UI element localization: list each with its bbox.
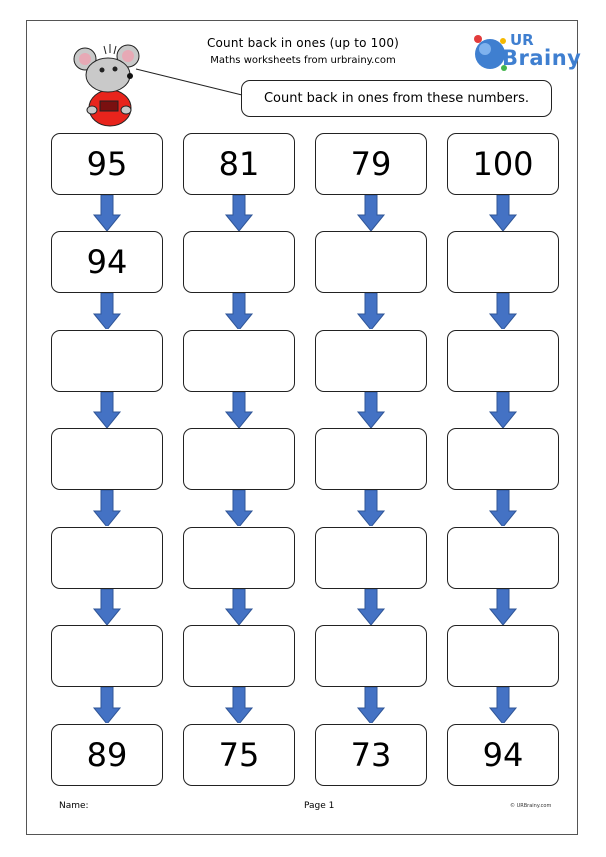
- answer-box: [51, 527, 163, 589]
- logo-brainy-text: Brainy: [502, 46, 582, 70]
- answer-box: [315, 231, 427, 293]
- instruction-callout: Count back in ones from these numbers.: [241, 80, 552, 117]
- answer-box: [183, 625, 295, 687]
- answer-box: [447, 428, 559, 490]
- number-box: 100: [447, 133, 559, 195]
- down-arrow-icon: [92, 195, 122, 231]
- down-arrow-shape: [92, 392, 122, 428]
- down-arrow-shape: [356, 195, 386, 231]
- down-arrow-icon: [356, 589, 386, 625]
- answer-box: [315, 527, 427, 589]
- down-arrow-shape: [488, 687, 518, 723]
- down-arrow-shape: [356, 392, 386, 428]
- down-arrow-shape: [224, 490, 254, 526]
- down-arrow-icon: [224, 589, 254, 625]
- answer-box: [51, 625, 163, 687]
- page-subtitle: Maths worksheets from urbrainy.com: [210, 55, 396, 66]
- number-box: 75: [183, 724, 295, 786]
- answer-box: [447, 330, 559, 392]
- down-arrow-shape: [224, 589, 254, 625]
- answer-box: [447, 625, 559, 687]
- down-arrow-shape: [488, 490, 518, 526]
- down-arrow-icon: [356, 293, 386, 329]
- number-box: 81: [183, 133, 295, 195]
- down-arrow-icon: [224, 687, 254, 723]
- down-arrow-icon: [488, 392, 518, 428]
- down-arrow-shape: [224, 687, 254, 723]
- down-arrow-shape: [224, 392, 254, 428]
- urbrainy-logo: UR Brainy: [470, 30, 581, 75]
- number-box: 73: [315, 724, 427, 786]
- copyright-text: © URBrainy.com: [510, 803, 552, 809]
- down-arrow-shape: [92, 490, 122, 526]
- answer-box: [183, 231, 295, 293]
- answer-box: [315, 330, 427, 392]
- down-arrow-shape: [224, 195, 254, 231]
- mouse-mascot-icon: [73, 44, 140, 127]
- number-box: 94: [51, 231, 163, 293]
- down-arrow-shape: [356, 293, 386, 329]
- answer-box: [315, 428, 427, 490]
- number-box: 89: [51, 724, 163, 786]
- down-arrow-icon: [488, 687, 518, 723]
- down-arrow-icon: [224, 293, 254, 329]
- down-arrow-icon: [488, 589, 518, 625]
- answer-box: [183, 428, 295, 490]
- answer-box: [51, 330, 163, 392]
- logo-ur-text: UR: [510, 31, 534, 49]
- down-arrow-shape: [92, 687, 122, 723]
- down-arrow-icon: [92, 490, 122, 526]
- down-arrow-icon: [356, 392, 386, 428]
- page-title: Count back in ones (up to 100): [206, 36, 400, 50]
- down-arrow-icon: [224, 490, 254, 526]
- down-arrow-icon: [356, 195, 386, 231]
- down-arrow-icon: [488, 195, 518, 231]
- down-arrow-shape: [488, 195, 518, 231]
- number-box: 79: [315, 133, 427, 195]
- page-number: Page 1: [304, 801, 335, 811]
- down-arrow-shape: [224, 293, 254, 329]
- answer-box: [183, 527, 295, 589]
- down-arrow-shape: [356, 687, 386, 723]
- down-arrow-icon: [92, 392, 122, 428]
- globe-icon: [474, 35, 507, 71]
- down-arrow-shape: [488, 589, 518, 625]
- down-arrow-shape: [356, 589, 386, 625]
- answer-box: [183, 330, 295, 392]
- down-arrow-icon: [356, 490, 386, 526]
- down-arrow-icon: [488, 293, 518, 329]
- down-arrow-shape: [488, 392, 518, 428]
- down-arrow-icon: [224, 195, 254, 231]
- answer-box: [447, 231, 559, 293]
- down-arrow-icon: [92, 687, 122, 723]
- page-border: [26, 20, 578, 835]
- down-arrow-icon: [356, 687, 386, 723]
- answer-box: [315, 625, 427, 687]
- answer-box: [51, 428, 163, 490]
- down-arrow-shape: [92, 293, 122, 329]
- number-box: 95: [51, 133, 163, 195]
- down-arrow-icon: [488, 490, 518, 526]
- down-arrow-shape: [488, 293, 518, 329]
- down-arrow-icon: [92, 293, 122, 329]
- down-arrow-icon: [92, 589, 122, 625]
- name-label: Name:: [59, 801, 89, 811]
- answer-box: [447, 527, 559, 589]
- down-arrow-shape: [92, 589, 122, 625]
- down-arrow-icon: [224, 392, 254, 428]
- number-box: 94: [447, 724, 559, 786]
- down-arrow-shape: [356, 490, 386, 526]
- down-arrow-shape: [92, 195, 122, 231]
